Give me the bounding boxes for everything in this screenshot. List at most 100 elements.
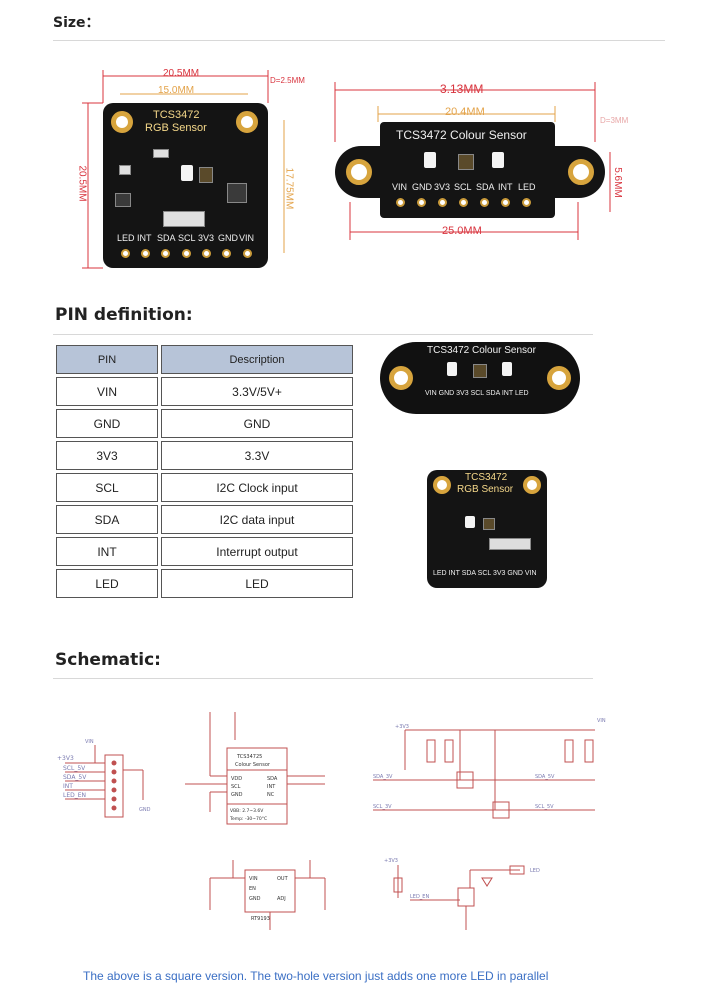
long-pin-int: INT: [498, 182, 513, 192]
pad: [480, 198, 489, 207]
photo-sq-pin: SDA: [461, 570, 476, 577]
square-title-line1: TCS3472: [153, 109, 200, 121]
cell-description: 3.3V: [161, 441, 353, 470]
ls-vin: VIN: [597, 718, 606, 724]
dim-hole-dia-label-long: D=3MM: [600, 116, 629, 125]
header-connector-schematic: +3V3 SCL_5V SDA_5V INT LED_EN GND VIN: [57, 739, 151, 818]
photo-long-title: TCS3472 Colour Sensor: [427, 345, 536, 356]
reg-en: EN: [249, 886, 256, 892]
long-pcb-body: TCS3472 Colour Sensor VIN GND 3V3 SCL SD…: [380, 122, 555, 218]
pin-label-3v3: 3V3: [198, 233, 215, 243]
white-led-right: [492, 152, 504, 168]
pin-label-led: LED: [117, 233, 135, 243]
long-pin-row: VIN GND 3V3 SCL SDA INT LED: [392, 182, 552, 212]
pad: [161, 249, 170, 258]
photo-sq-pin: SCL: [477, 570, 492, 577]
hdr-label-sda: SDA_5V: [63, 774, 87, 781]
pin-label-vin: VIN: [239, 233, 255, 243]
pad: [182, 249, 191, 258]
pin-nc: NC: [267, 792, 275, 798]
ls-sda3: SDA_3V: [373, 774, 393, 780]
hdr-label-scl: SCL_5V: [63, 765, 86, 772]
reg-part: RT9193: [251, 916, 270, 922]
long-pin-led: LED: [518, 182, 536, 192]
hdr-label-led: LED_EN: [63, 792, 86, 799]
photo-sq-pin: LED: [433, 570, 447, 577]
pin-label-int: INT: [137, 233, 152, 243]
square-dimension-lines: [82, 70, 285, 269]
dim-hole-spacing-label: 15.0MM: [158, 85, 195, 96]
photo-sq-pin: GND: [507, 570, 523, 577]
table-row: GND GND: [56, 409, 353, 438]
pad: [417, 198, 426, 207]
photo-sensor-chip: [473, 364, 487, 378]
dim-inner-label: 20.4MM: [445, 106, 485, 118]
pad: [522, 198, 531, 207]
reg-out: OUT: [277, 876, 289, 882]
cell-pin: LED: [56, 569, 158, 598]
led-out: LED: [530, 868, 540, 874]
long-pin-sda: SDA: [476, 182, 495, 192]
pad: [243, 249, 252, 258]
photo-sq-pin: INT: [448, 570, 460, 577]
reg-adj: ADJ: [277, 896, 286, 902]
sensor-chip-long: [458, 154, 474, 170]
hdr-label-gnd: GND: [139, 807, 151, 813]
pin-label-gnd: GND: [218, 233, 238, 243]
square-title-line2: RGB Sensor: [145, 122, 207, 134]
pad: [459, 198, 468, 207]
cell-description: 3.3V/5V+: [161, 377, 353, 406]
photo-sq-led: [465, 516, 475, 528]
cell-description: I2C Clock input: [161, 473, 353, 502]
pad: [396, 198, 405, 207]
pad: [438, 198, 447, 207]
pad: [141, 249, 150, 258]
capacitor: [153, 149, 169, 158]
photo-sq-pin: VIN: [524, 570, 537, 577]
sensor-name: TCS34725: [236, 754, 262, 760]
sensor-schematic: TCS34725 Colour Sensor VDD SCL GND SDA I…: [185, 712, 325, 825]
photo-sq-title2: RGB Sensor: [457, 484, 514, 495]
table-row: INT Interrupt output: [56, 537, 353, 566]
dim-width-label: 20.5MM: [163, 68, 200, 79]
hdr-label-int: INT: [63, 783, 73, 790]
white-led: [181, 165, 193, 181]
mount-hole-left: [111, 111, 133, 133]
ls-3v3: +3V3: [395, 724, 409, 730]
long-pin-scl: SCL: [454, 182, 472, 192]
sensor-temp: Temp: -30~70°C: [229, 816, 267, 822]
pin-scl: SCL: [231, 784, 241, 790]
footnote: The above is a square version. The two-h…: [83, 969, 549, 983]
led-en: LED_EN: [410, 894, 429, 900]
photo-long-pins: VIN GND 3V3 SCL SDA INT LED: [425, 390, 529, 397]
table-row: LED LED: [56, 569, 353, 598]
pin-divider: [53, 334, 593, 335]
hdr-label-3v3: +3V3: [57, 755, 74, 762]
cell-description: GND: [161, 409, 353, 438]
dim-height-label-long: 5.6MM: [611, 167, 623, 198]
photo-sq-pin: 3V3: [492, 570, 506, 577]
long-title: TCS3472 Colour Sensor: [396, 128, 527, 142]
resistor-small: [119, 165, 131, 175]
pad: [501, 198, 510, 207]
dim-hole-vert-label: 17.75MM: [283, 167, 295, 210]
pin-table: PIN Description VIN 3.3V/5V+ GND GND 3V3…: [53, 342, 356, 601]
pad: [202, 249, 211, 258]
pad: [222, 249, 231, 258]
long-pin-vin: VIN: [392, 182, 408, 192]
photo-sq-title1: TCS3472: [465, 472, 508, 483]
photo-pin: 3V3: [456, 390, 469, 397]
long-pin-3v3: 3V3: [434, 182, 451, 192]
reg-vin: VIN: [249, 876, 258, 882]
pin-sda: SDA: [267, 776, 278, 782]
schematic-divider: [53, 678, 593, 679]
cell-pin: SCL: [56, 473, 158, 502]
level-shifter-schematic: +3V3 VIN SDA_3V SDA_5V SCL_3V SCL_5V: [373, 718, 606, 819]
photo-pin: INT: [501, 390, 513, 397]
table-header-row: PIN Description: [56, 345, 353, 374]
white-led-left: [424, 152, 436, 168]
pad: [121, 249, 130, 258]
table-row: VIN 3.3V/5V+: [56, 377, 353, 406]
cell-description: Interrupt output: [161, 537, 353, 566]
square-pcb: TCS3472 RGB Sensor LED INT SDA SCL 3V3 G…: [103, 103, 268, 268]
